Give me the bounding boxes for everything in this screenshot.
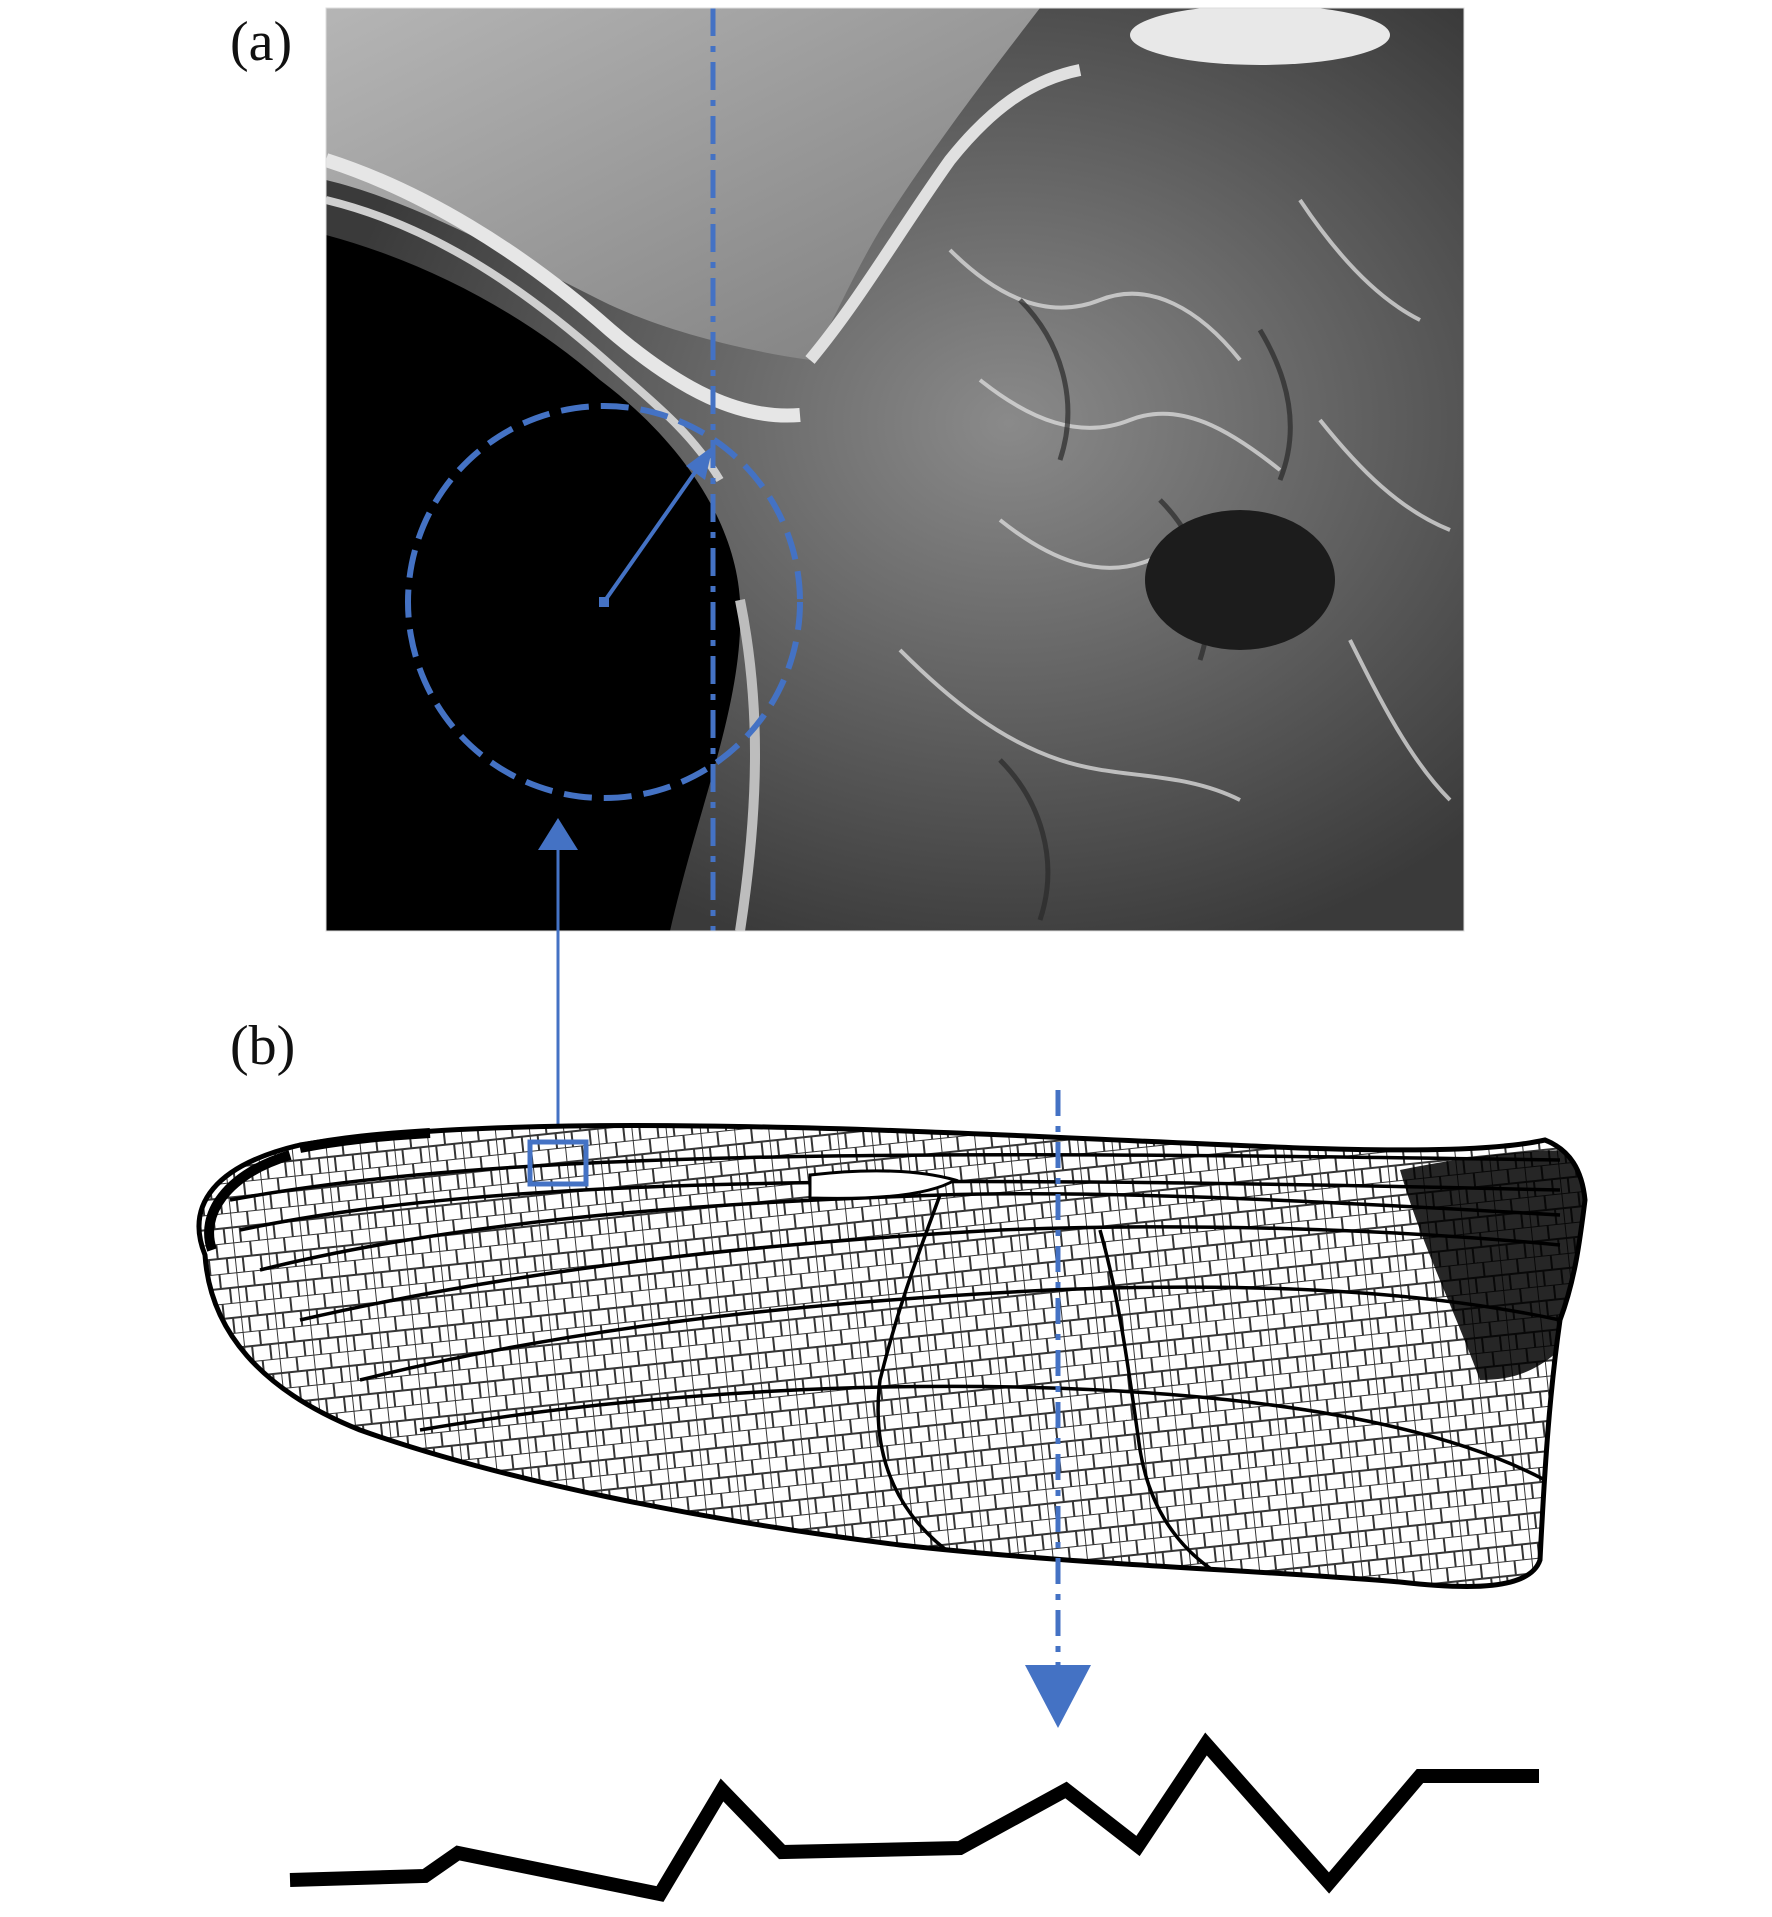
panel-b-label: (b)	[230, 1015, 296, 1077]
zoom-region-box	[527, 1139, 589, 1187]
sem-micrograph	[326, 8, 1464, 931]
panel-a-label: (a)	[230, 11, 293, 73]
section-arrow	[1025, 1090, 1091, 1728]
wing-venation-drawing	[196, 1123, 1588, 1589]
connector-arrow	[538, 818, 578, 1140]
corrugation-profile	[289, 1732, 1539, 1902]
